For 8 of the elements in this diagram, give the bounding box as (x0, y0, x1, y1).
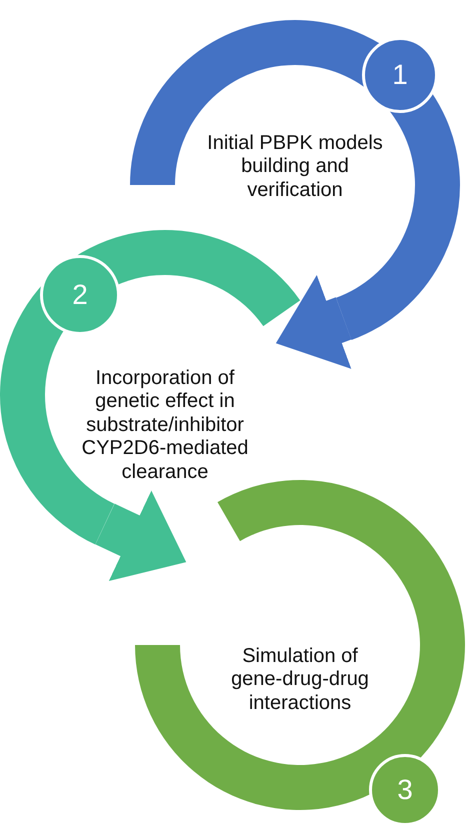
step-number-circle: 3 (369, 754, 441, 826)
step-text: Initial PBPK models building and verification (206, 132, 384, 202)
step-number-circle: 1 (362, 37, 438, 113)
step-number-circle: 2 (40, 255, 120, 335)
arrow (276, 274, 352, 369)
arrow (95, 490, 186, 582)
step-text: Incorporation of genetic effect in substrate/inhibitor CYP2D6-mediated clearance (80, 367, 250, 484)
step-text: Simulation of gene-drug-drug interactions (230, 645, 370, 716)
